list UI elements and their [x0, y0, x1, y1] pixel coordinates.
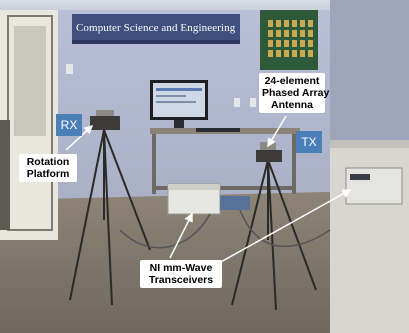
phased-array-line-3: Antenna — [271, 99, 313, 111]
sign-shadow — [72, 40, 240, 44]
floor-cables — [119, 209, 331, 249]
wall-outlet — [250, 98, 256, 107]
arrow-transceivers-right — [209, 189, 352, 269]
transceivers-line-2: Transceivers — [148, 274, 214, 286]
transceivers-callout: NI mm-Wave Transceivers — [140, 260, 222, 288]
wall-sign — [72, 14, 240, 44]
wall-outlet — [234, 98, 240, 107]
keyboard — [196, 128, 240, 132]
arrow-phased-array — [267, 115, 287, 148]
arrow-transceivers-center — [169, 212, 193, 259]
rx-tripod — [69, 129, 151, 306]
tx-label: TX — [296, 131, 322, 153]
door-window — [14, 26, 46, 136]
phased-array-line-1: 24-element — [264, 75, 320, 87]
monitor-stand — [174, 120, 184, 128]
table-shelf — [152, 186, 296, 190]
phased-array-line-2: Phased Array — [262, 87, 330, 99]
table-leg — [152, 134, 156, 194]
equipment-cabinet-top — [330, 140, 409, 148]
rotation-platform-callout: Rotation Platform — [19, 154, 77, 182]
table-leg — [292, 134, 296, 194]
tx-tripod — [231, 159, 317, 311]
door-panel — [0, 120, 10, 230]
wall-outlet — [66, 64, 73, 74]
monitor-window — [156, 88, 202, 91]
rotation-platform-line-2: Platform — [26, 168, 70, 180]
monitor-window — [156, 101, 196, 103]
monitor-window — [156, 95, 186, 97]
transceivers-line-1: NI mm-Wave — [149, 262, 213, 274]
ni-transceiver-box — [345, 167, 403, 205]
cable-bundle — [220, 196, 250, 210]
equipment-ports — [350, 174, 370, 180]
tx-mount — [256, 150, 282, 162]
phased-array-callout: 24-element Phased Array Antenna — [259, 73, 330, 113]
rotation-platform-line-1: Rotation — [26, 156, 70, 168]
wall-sign-text: Computer Science and Engineering — [76, 22, 236, 34]
rx-antenna — [96, 110, 114, 116]
rx-label: RX — [56, 114, 82, 136]
phased-array-elements — [268, 20, 313, 57]
rx-rotation-platform — [90, 116, 120, 130]
arrow-rotation-platform — [65, 124, 94, 151]
ni-transceiver-front — [168, 184, 220, 190]
